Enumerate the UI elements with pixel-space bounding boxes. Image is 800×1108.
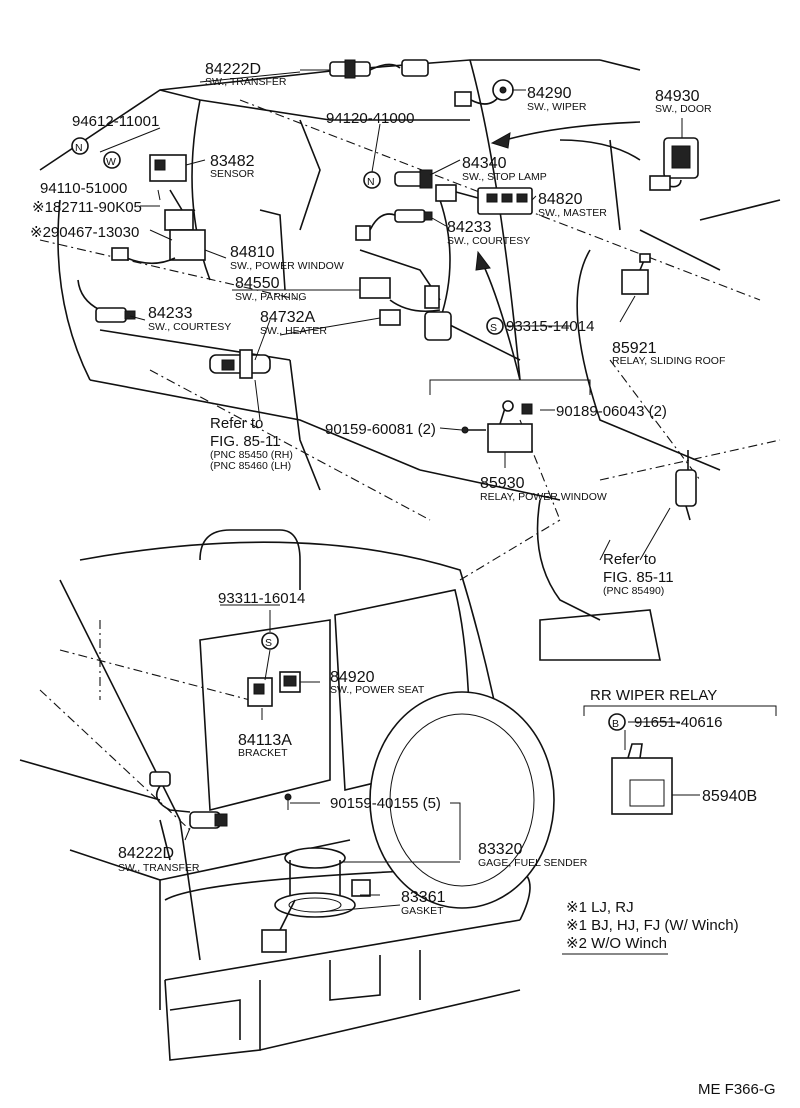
label-84550-desc: SW., PARKING bbox=[235, 291, 307, 303]
legend-line-1: ※1 LJ, RJ bbox=[566, 899, 634, 916]
parking-switch-part bbox=[359, 249, 452, 341]
sliding-roof-relay-part bbox=[621, 253, 651, 295]
label-ref2-a: Refer to bbox=[603, 551, 656, 568]
label-84222d-bot: 84222D bbox=[118, 845, 174, 862]
label-83320: 83320 bbox=[478, 841, 523, 858]
label-84222d-bot-desc: SW., TRANSFER bbox=[118, 862, 200, 874]
fuel-sender-part bbox=[261, 793, 371, 953]
label-83361: 83361 bbox=[401, 889, 446, 906]
label-84732a-desc: SW., HEATER bbox=[260, 325, 327, 337]
label-84233-left-desc: SW., COURTESY bbox=[148, 321, 231, 333]
label-ref2-c: (PNC 85490) bbox=[603, 585, 664, 597]
label-83482-desc: SENSOR bbox=[210, 168, 255, 180]
label-84920-desc: SW., POWER SEAT bbox=[330, 684, 425, 696]
stop-lamp-switch-part bbox=[394, 169, 433, 189]
master-switch-part bbox=[435, 184, 533, 215]
label-85921-desc: RELAY, SLIDING ROOF bbox=[612, 355, 725, 367]
label-90189: 90189-06043 (2) bbox=[556, 403, 667, 420]
label-84732a: 84732A bbox=[260, 309, 315, 326]
code-s-2: S bbox=[265, 637, 272, 649]
spare-tire bbox=[369, 691, 555, 909]
leader-lines-lower bbox=[184, 604, 680, 913]
heater-switch-part bbox=[209, 349, 271, 379]
right-cable-part bbox=[675, 450, 697, 521]
label-90159-40155: 90159-40155 (5) bbox=[330, 795, 441, 812]
label-84930: 84930 bbox=[655, 88, 700, 105]
label-ref2-b: FIG. 85-11 bbox=[603, 569, 674, 586]
courtesy-switch-mid-part bbox=[355, 209, 433, 241]
label-84233-mid: 84233 bbox=[447, 219, 492, 236]
label-84340: 84340 bbox=[462, 155, 507, 172]
label-ref1-b: FIG. 85-11 bbox=[210, 433, 281, 450]
label-84233-left: 84233 bbox=[148, 305, 193, 322]
sensor-assembly-part bbox=[111, 154, 206, 265]
label-84820-desc: SW., MASTER bbox=[538, 207, 607, 219]
label-ref1-c: (PNC 85450 (RH) bbox=[210, 449, 293, 461]
wiper-switch-part bbox=[454, 79, 514, 107]
label-ref1-a: Refer to bbox=[210, 415, 263, 432]
power-seat-switch-part bbox=[247, 671, 301, 707]
label-94110: 94110-51000 bbox=[40, 180, 127, 197]
label-84930-desc: SW., DOOR bbox=[655, 103, 712, 115]
label-83482: 83482 bbox=[210, 153, 255, 170]
label-85940b: 85940B bbox=[702, 788, 757, 805]
leader-lines-upper bbox=[99, 71, 683, 561]
label-84233-mid-desc: SW., COURTESY bbox=[447, 235, 530, 247]
label-rr-wiper-relay: RR WIPER RELAY bbox=[590, 687, 717, 704]
label-84810: 84810 bbox=[230, 244, 275, 261]
relay-bracket-lines bbox=[429, 379, 591, 395]
door-switch-part bbox=[649, 137, 699, 191]
label-84920: 84920 bbox=[330, 669, 375, 686]
label-93315: 93315-14014 bbox=[506, 318, 594, 335]
code-markers-upper: N W N S bbox=[71, 137, 504, 335]
label-84222d-top: 84222D bbox=[205, 61, 261, 78]
label-90159-60081: 90159-60081 (2) bbox=[325, 421, 436, 438]
code-n-2: N bbox=[367, 176, 375, 188]
footer-code: ME F366-G bbox=[698, 1081, 776, 1098]
legend-line-2: ※1 BJ, HJ, FJ (W/ Winch) bbox=[566, 917, 739, 934]
code-w: W bbox=[106, 156, 116, 168]
label-93311: 93311-16014 bbox=[218, 590, 305, 607]
code-s-1: S bbox=[490, 322, 497, 334]
code-n-1: N bbox=[75, 142, 83, 154]
label-84820: 84820 bbox=[538, 191, 583, 208]
label-83320-desc: GAGE, FUEL SENDER bbox=[478, 857, 588, 869]
label-84340-desc: SW., STOP LAMP bbox=[462, 171, 547, 183]
transfer-switch-top-part bbox=[300, 59, 429, 79]
label-91651: 91651-40616 bbox=[634, 714, 722, 731]
rr-wiper-relay-panel bbox=[583, 705, 777, 815]
label-84113a-desc: BRACKET bbox=[238, 747, 288, 759]
label-82711: ※182711-90K05 bbox=[32, 199, 142, 216]
legend-line-3: ※2 W/O Winch bbox=[566, 935, 667, 952]
transfer-switch-bottom-part bbox=[149, 771, 228, 829]
label-85930-desc: RELAY, POWER WINDOW bbox=[480, 491, 607, 503]
lower-body-outline bbox=[19, 519, 561, 1061]
label-ref1-d: (PNC 85460 (LH) bbox=[210, 460, 291, 472]
label-85930: 85930 bbox=[480, 475, 525, 492]
label-85921: 85921 bbox=[612, 340, 657, 357]
label-94612: 94612-11001 bbox=[72, 113, 159, 130]
label-90467: ※290467-13030 bbox=[30, 224, 139, 241]
courtesy-switch-left-part bbox=[77, 279, 136, 323]
part-labels: 84222D SW., TRANSFER 94612-11001 83482 S… bbox=[30, 61, 776, 1098]
pointer-arrows bbox=[475, 121, 641, 381]
label-84222d-top-desc: SW., TRANSFER bbox=[205, 76, 287, 88]
code-markers-lower: S B bbox=[261, 632, 626, 731]
label-84810-desc: SW., POWER WINDOW bbox=[230, 260, 344, 272]
label-84290: 84290 bbox=[527, 85, 572, 102]
label-84550: 84550 bbox=[235, 275, 280, 292]
label-83361-desc: GASKET bbox=[401, 905, 444, 917]
label-84113a: 84113A bbox=[238, 732, 292, 749]
label-94120: 94120-41000 bbox=[326, 110, 414, 127]
power-window-relay-part bbox=[461, 400, 533, 453]
label-84290-desc: SW., WIPER bbox=[527, 101, 587, 113]
code-b: B bbox=[612, 718, 619, 730]
